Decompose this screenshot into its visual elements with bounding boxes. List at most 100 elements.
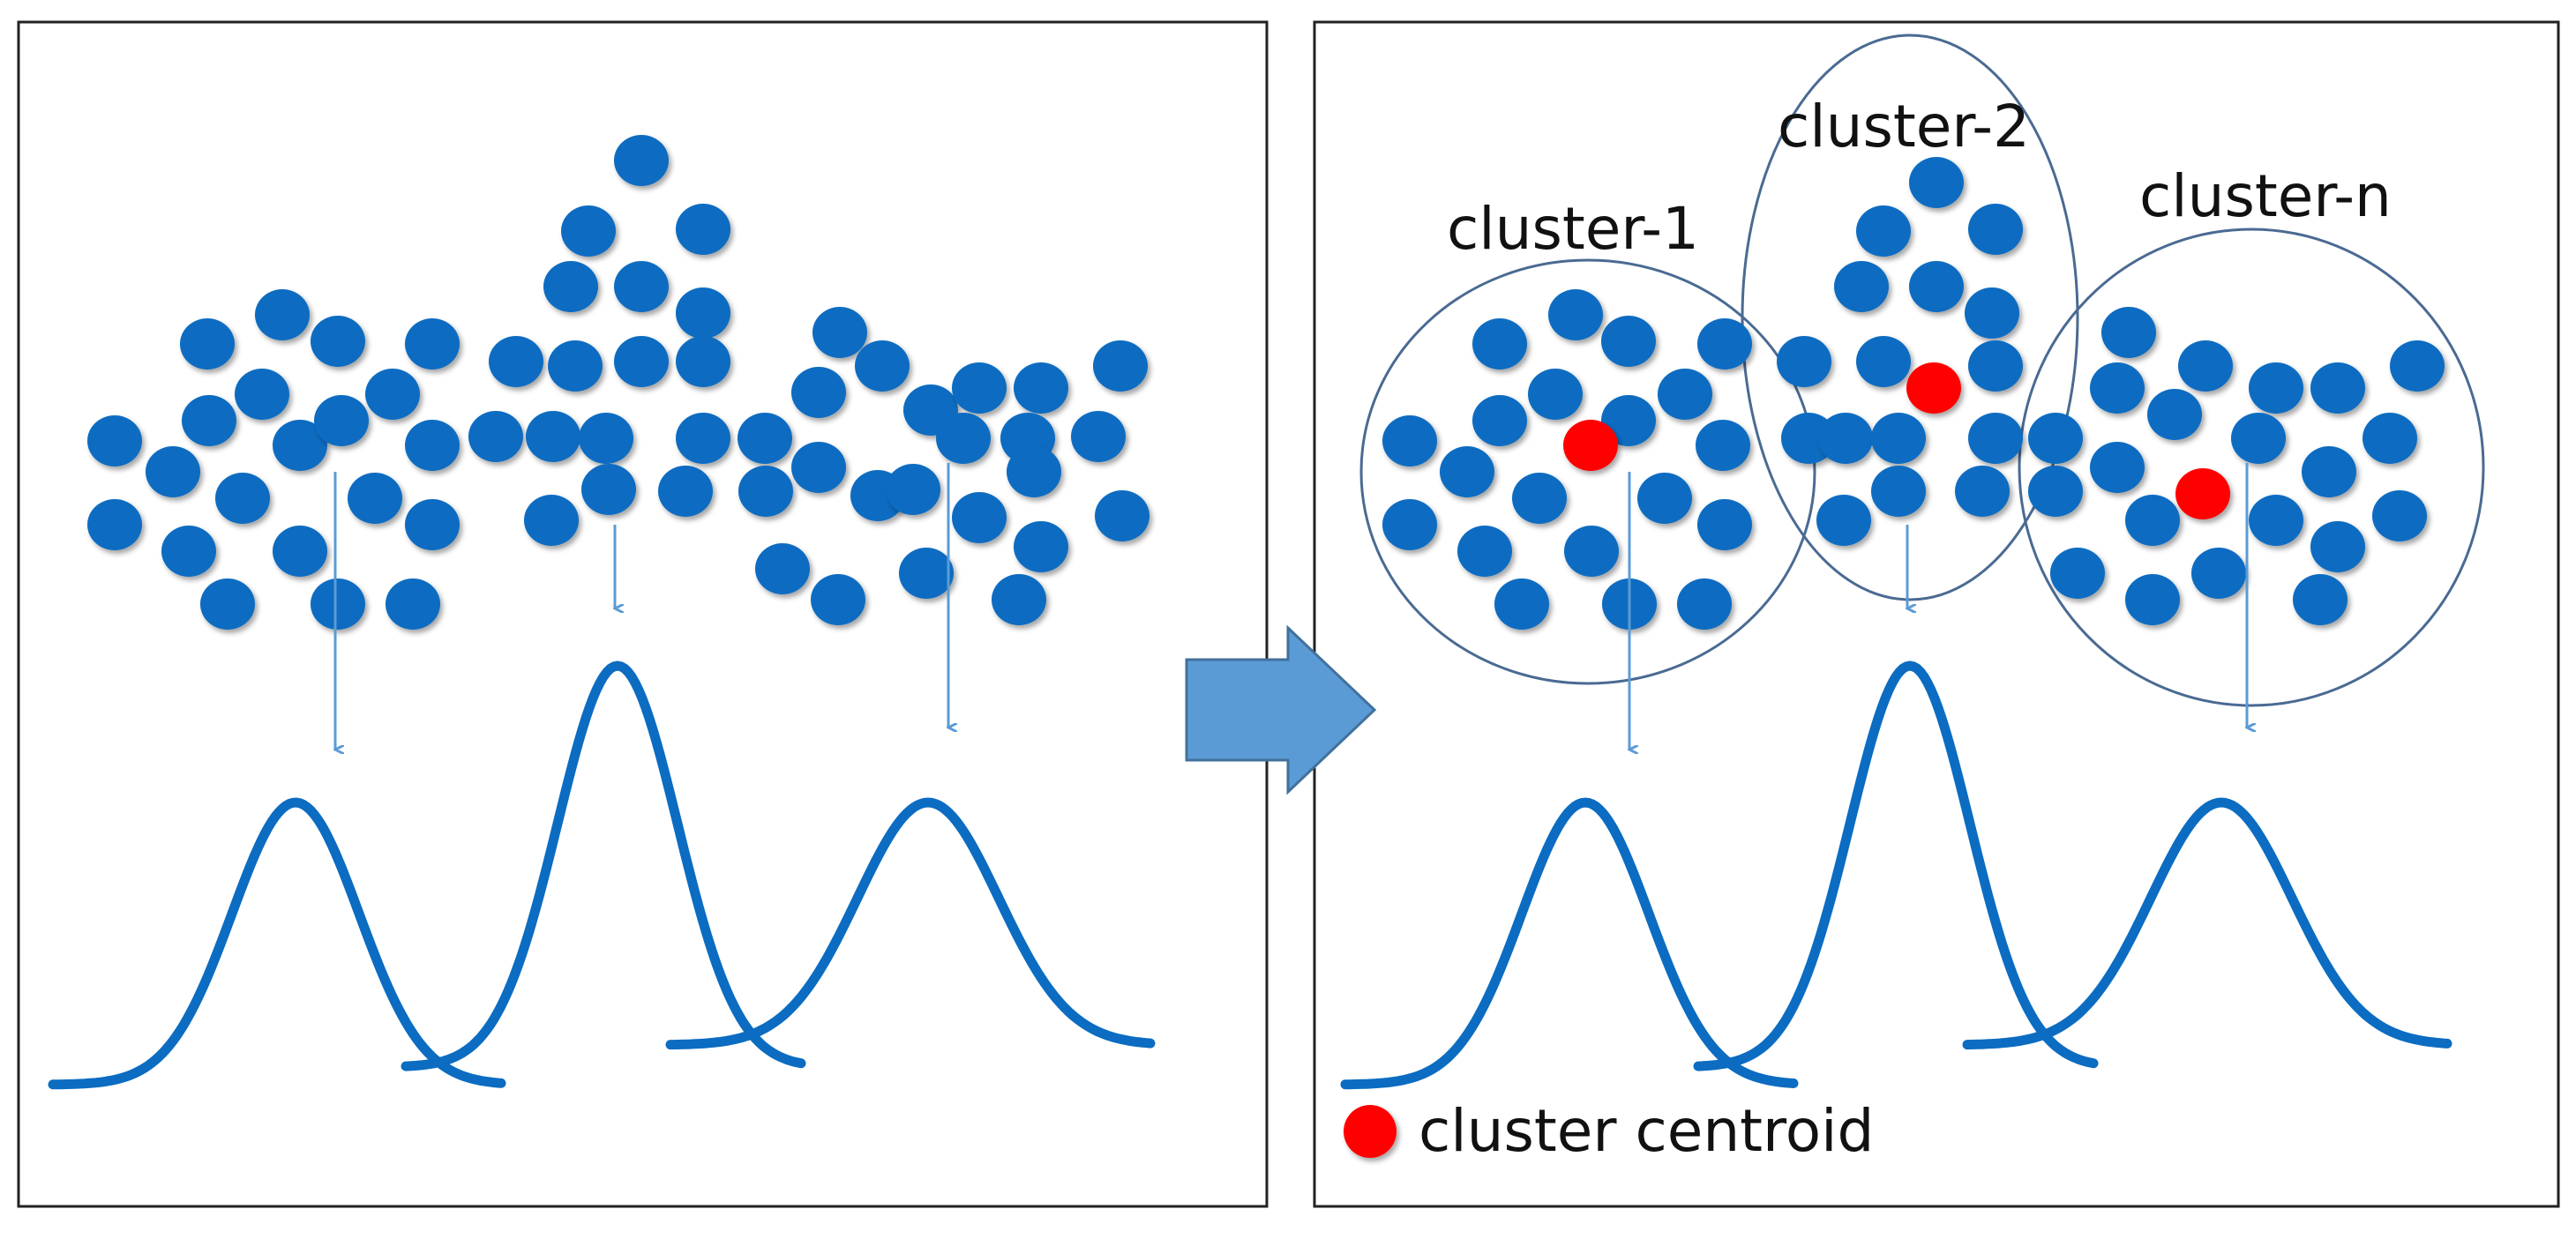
right-data-point bbox=[1382, 415, 1437, 466]
left-data-point bbox=[348, 473, 402, 524]
left-data-point bbox=[1014, 521, 1068, 572]
left-data-point bbox=[1093, 340, 1148, 392]
right-data-point bbox=[2028, 466, 2083, 517]
left-data-point bbox=[386, 578, 440, 630]
right-data-point bbox=[2310, 521, 2365, 572]
right-data-point bbox=[1696, 420, 1750, 471]
left-data-point bbox=[614, 336, 669, 387]
left-data-point bbox=[755, 543, 810, 594]
right-data-point bbox=[1856, 205, 1911, 257]
right-data-point bbox=[2178, 340, 2233, 392]
left-data-point bbox=[561, 205, 616, 257]
left-data-point bbox=[581, 464, 636, 515]
right-gaussian-curve-1 bbox=[1340, 797, 1799, 1090]
right-data-point bbox=[2028, 413, 2083, 464]
left-data-point bbox=[811, 574, 865, 625]
left-gaussian-curve-1 bbox=[48, 797, 506, 1090]
left-data-point bbox=[524, 495, 579, 546]
right-data-point bbox=[2249, 495, 2303, 546]
cluster-1-centroid bbox=[1563, 420, 1618, 471]
left-data-point bbox=[200, 578, 255, 630]
right-data-point bbox=[1955, 466, 2010, 517]
left-data-point bbox=[1007, 446, 1061, 497]
right-data-point bbox=[1909, 157, 1964, 208]
right-data-point bbox=[1909, 261, 1964, 312]
left-data-point bbox=[405, 318, 460, 369]
left-data-point bbox=[658, 466, 713, 517]
left-data-point bbox=[899, 548, 954, 599]
right-data-point bbox=[2293, 574, 2348, 625]
left-data-point bbox=[791, 367, 846, 418]
right-data-point bbox=[1697, 318, 1752, 369]
right-data-point bbox=[2302, 446, 2356, 497]
right-data-point bbox=[2249, 362, 2303, 414]
left-data-point bbox=[812, 307, 867, 358]
right-data-point bbox=[1871, 466, 1926, 517]
right-data-point bbox=[1871, 413, 1926, 464]
left-data-point bbox=[543, 261, 598, 312]
left-data-point bbox=[952, 492, 1007, 543]
cluster-3-centroid bbox=[2175, 468, 2230, 519]
right-data-point bbox=[1968, 413, 2023, 464]
left-data-point bbox=[1071, 411, 1126, 462]
legend-label: cluster centroid bbox=[1419, 1097, 1874, 1165]
right-data-point bbox=[2231, 413, 2286, 464]
right-data-point bbox=[1512, 473, 1567, 524]
right-data-point bbox=[1834, 261, 1889, 312]
left-data-point bbox=[936, 413, 991, 464]
left-data-point bbox=[489, 336, 543, 387]
right-data-point bbox=[1548, 289, 1603, 340]
left-data-point bbox=[87, 415, 142, 466]
clustered-data-group bbox=[1340, 34, 2485, 1090]
cluster-n-outline bbox=[2018, 228, 2485, 707]
left-data-point bbox=[992, 574, 1046, 625]
left-gaussian-curve-3 bbox=[665, 797, 1156, 1050]
cluster-2-outline bbox=[1741, 34, 2079, 601]
left-data-point bbox=[886, 464, 940, 515]
right-data-point bbox=[1816, 495, 1871, 546]
right-gaussian-curve-3 bbox=[1962, 797, 2452, 1050]
right-data-point bbox=[1968, 204, 2023, 255]
left-data-point bbox=[235, 369, 289, 420]
left-data-point bbox=[738, 466, 793, 517]
right-data-point bbox=[2372, 490, 2427, 541]
left-data-point bbox=[146, 446, 200, 497]
left-data-point bbox=[405, 420, 460, 471]
right-data-point bbox=[1601, 395, 1656, 446]
left-data-point bbox=[314, 395, 369, 446]
right-data-point bbox=[1777, 336, 1831, 387]
left-data-point bbox=[311, 578, 365, 630]
legend-centroid-marker bbox=[1344, 1105, 1397, 1158]
right-data-point bbox=[1658, 369, 1712, 420]
left-data-point bbox=[255, 289, 310, 340]
left-data-point bbox=[676, 413, 730, 464]
left-data-point bbox=[614, 135, 669, 186]
right-data-point bbox=[2125, 495, 2180, 546]
left-data-point bbox=[676, 336, 730, 387]
right-data-point bbox=[2191, 548, 2246, 599]
left-data-point bbox=[273, 526, 327, 577]
cluster-1-outline bbox=[1359, 258, 1816, 685]
left-data-point bbox=[676, 204, 730, 255]
left-gaussian-curve-2 bbox=[401, 661, 806, 1071]
right-data-point bbox=[1440, 446, 1494, 497]
left-data-point bbox=[468, 411, 523, 462]
right-data-point bbox=[1697, 499, 1752, 550]
right-data-point bbox=[1564, 526, 1619, 577]
right-data-point bbox=[1382, 499, 1437, 550]
cluster-2-label: cluster-2 bbox=[1778, 93, 2030, 160]
left-data-point bbox=[855, 340, 910, 392]
right-data-point bbox=[2125, 574, 2180, 625]
left-data-point bbox=[791, 442, 846, 493]
right-data-point bbox=[1601, 316, 1656, 367]
right-data-point bbox=[1677, 578, 1732, 630]
left-data-point bbox=[579, 413, 633, 464]
right-data-point bbox=[2363, 413, 2417, 464]
right-data-point bbox=[1472, 318, 1527, 369]
right-gaussian-curve-2 bbox=[1693, 661, 2099, 1071]
cluster-2-centroid bbox=[1906, 362, 1961, 414]
left-data-point bbox=[548, 340, 603, 392]
left-data-point bbox=[1014, 362, 1068, 414]
right-data-point bbox=[1818, 413, 1873, 464]
